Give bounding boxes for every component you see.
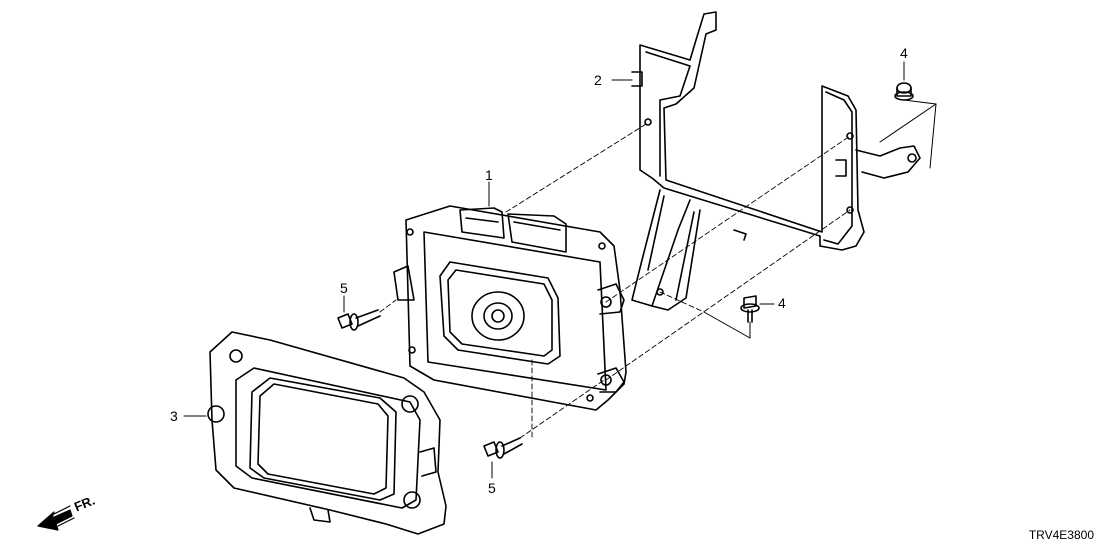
callout-3: 3 xyxy=(170,408,178,424)
frame-part-3 xyxy=(207,331,447,535)
callout-5-upper: 5 xyxy=(340,280,348,296)
callout-4-lower: 4 xyxy=(778,295,786,311)
flange-bolt-part-5-upper xyxy=(337,309,381,331)
callout-5-lower: 5 xyxy=(488,480,496,496)
leader-lines xyxy=(183,61,937,479)
flange-nut-part-4-upper xyxy=(894,82,914,101)
callout-4-upper: 4 xyxy=(900,45,908,61)
alignment-lines xyxy=(379,123,851,441)
front-direction-arrow-icon xyxy=(37,505,75,531)
ecu-unit-part-1 xyxy=(393,205,627,411)
diagram-code: TRV4E3800 xyxy=(1028,528,1094,542)
flange-bolt-part-4-lower xyxy=(740,295,760,323)
flange-bolt-part-5-lower xyxy=(483,437,523,459)
bracket-part-2 xyxy=(631,11,921,311)
callout-2: 2 xyxy=(594,72,602,88)
callout-1: 1 xyxy=(485,167,493,183)
